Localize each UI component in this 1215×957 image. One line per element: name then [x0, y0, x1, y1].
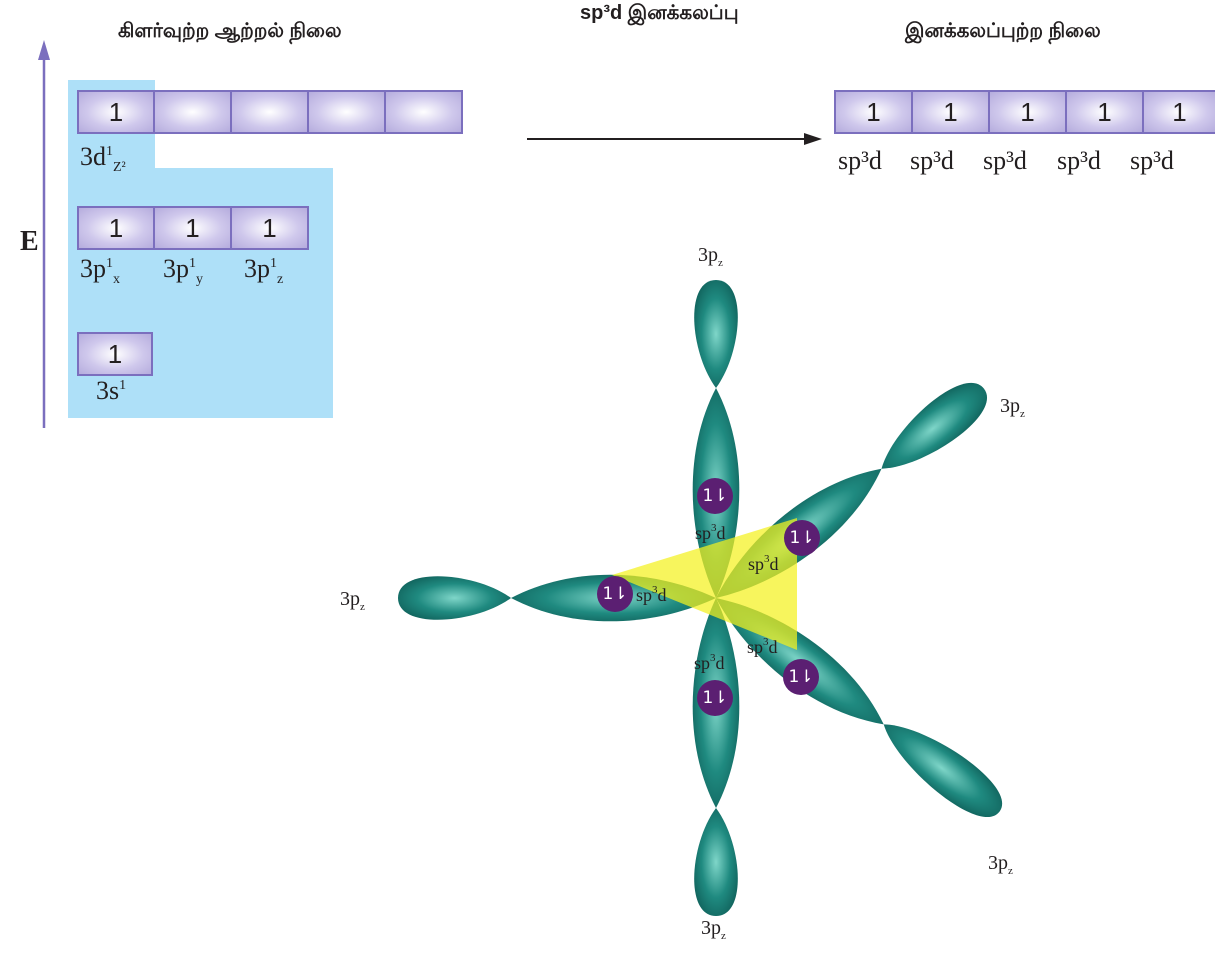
orbital-box: 1 [153, 206, 232, 250]
outer-lobe-label-top: 3pz [698, 244, 723, 269]
orbital-label-3pz: 3p1z [244, 254, 284, 287]
hybridised-state-heading: இனக்கலப்புற்ற நிலை [905, 20, 1101, 42]
orbital-box: 1 [77, 90, 155, 134]
orbital-box: 1 [1065, 90, 1144, 134]
orbital-label-3d: 3d1Z² [80, 142, 126, 175]
electron-pair-left: 1⇂ [597, 576, 633, 612]
hybrid-label: sp³d [910, 146, 954, 175]
hybrid-lobe-label-bottom: sp3d [694, 652, 725, 673]
orbital-box [153, 90, 232, 134]
orbital-box [384, 90, 463, 134]
hybrid-label: sp³d [1057, 146, 1101, 175]
hybrid-label: sp³d [1130, 146, 1174, 175]
hybrid-lobe-label-top: sp3d [695, 522, 726, 543]
excited-state-heading: கிளர்வுற்ற ஆற்றல் நிலை [118, 20, 342, 42]
orbital-box: 1 [1142, 90, 1215, 134]
orbital-box: 1 [911, 90, 990, 134]
electron-pair-lower-right: 1⇂ [783, 659, 819, 695]
orbital-box [230, 90, 309, 134]
outer-lobe-label-bottom: 3pz [701, 917, 726, 942]
hybridisation-arrow [527, 133, 822, 145]
electron-pair-upper-right: 1⇂ [784, 520, 820, 556]
outer-lobe-label-upper-right: 3pz [1000, 395, 1025, 420]
hybrid-lobe-label-lower-right: sp3d [747, 636, 778, 657]
orbital-box: 1 [230, 206, 309, 250]
electron-pair-top: 1⇂ [697, 478, 733, 514]
orbital-box [307, 90, 386, 134]
orbital-label-3py: 3p1y [163, 254, 203, 287]
energy-axis [38, 40, 50, 428]
trigonal-plane [612, 518, 797, 650]
orbital-label-3s: 3s1 [96, 376, 127, 405]
orbital-box: 1 [77, 206, 155, 250]
hybrid-label: sp³d [983, 146, 1027, 175]
lobe-bottom [692, 598, 740, 916]
orbital-box: 1 [834, 90, 913, 134]
outer-lobe-label-lower-right: 3pz [988, 852, 1013, 877]
orbital-box: 1 [988, 90, 1067, 134]
hybrid-lobe-label-upper-right: sp3d [748, 553, 779, 574]
hybridisation-heading: sp³d இனக்கலப்பு [580, 2, 739, 24]
orbital-label-3px: 3p1x [80, 254, 120, 287]
outer-lobe-label-left: 3pz [340, 588, 365, 613]
electron-pair-bottom: 1⇂ [697, 680, 733, 716]
hybrid-label: sp³d [838, 146, 882, 175]
energy-axis-label: E [20, 226, 39, 257]
hybrid-lobe-label-left: sp3d [636, 584, 667, 605]
orbital-box-3s: 1 [77, 332, 153, 376]
